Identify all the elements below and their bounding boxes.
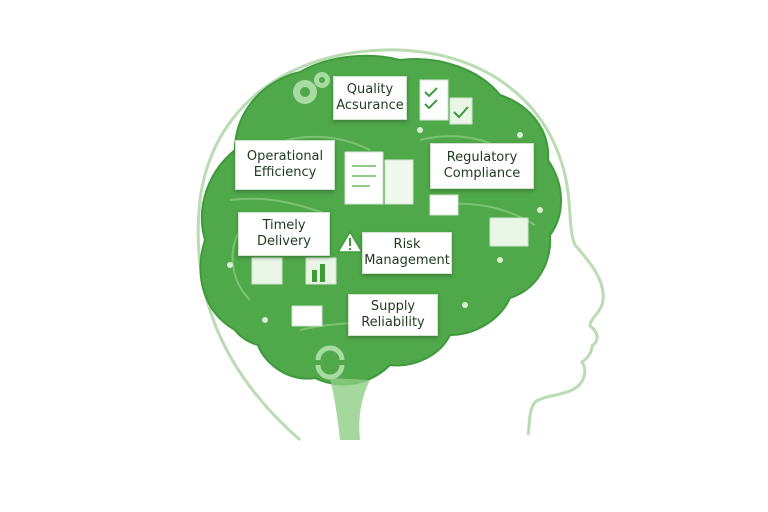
chart-icon [251,194,529,327]
checklist-icon [419,79,473,125]
recycle-icon [315,345,345,380]
document-icon [344,151,414,205]
brain-stem [330,378,370,440]
head-outline [196,48,605,442]
gear-icon [293,72,330,104]
warning-icon [336,230,364,253]
circuit-dots [227,127,543,323]
